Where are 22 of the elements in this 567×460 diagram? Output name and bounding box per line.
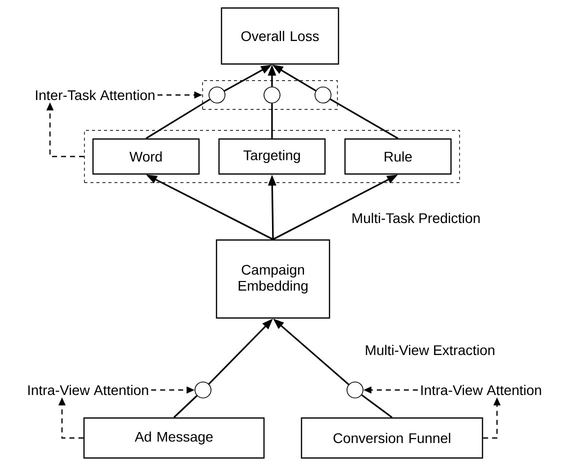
process-box: Campaign Embedding (216, 239, 330, 319)
section-label: Multi-View Extraction (366, 344, 494, 356)
annotation-text: Inter-Task Attention (36, 90, 154, 100)
section-label: Multi-Task Prediction (352, 212, 480, 224)
dashed-group-box (84, 130, 460, 183)
attention-circle (314, 86, 332, 104)
attention-circle (194, 382, 212, 398)
connector-line (271, 103, 273, 138)
connector-line (173, 395, 198, 418)
dashed-group-box (202, 80, 338, 110)
process-box: Rule (344, 138, 452, 175)
annotation-text: Intra-View Attention (421, 384, 542, 396)
process-box: Word (92, 138, 200, 175)
process-box: Conversion Funnel (300, 417, 484, 459)
attention-circle (208, 86, 226, 104)
process-box: Ad Message (83, 417, 265, 459)
process-box: Overall Loss (220, 7, 340, 65)
annotation-text: Intra-View Attention (28, 384, 148, 396)
process-box: Targeting (218, 138, 326, 175)
attention-circle (264, 86, 280, 104)
connector-line (361, 394, 392, 418)
attention-circle (346, 382, 364, 398)
